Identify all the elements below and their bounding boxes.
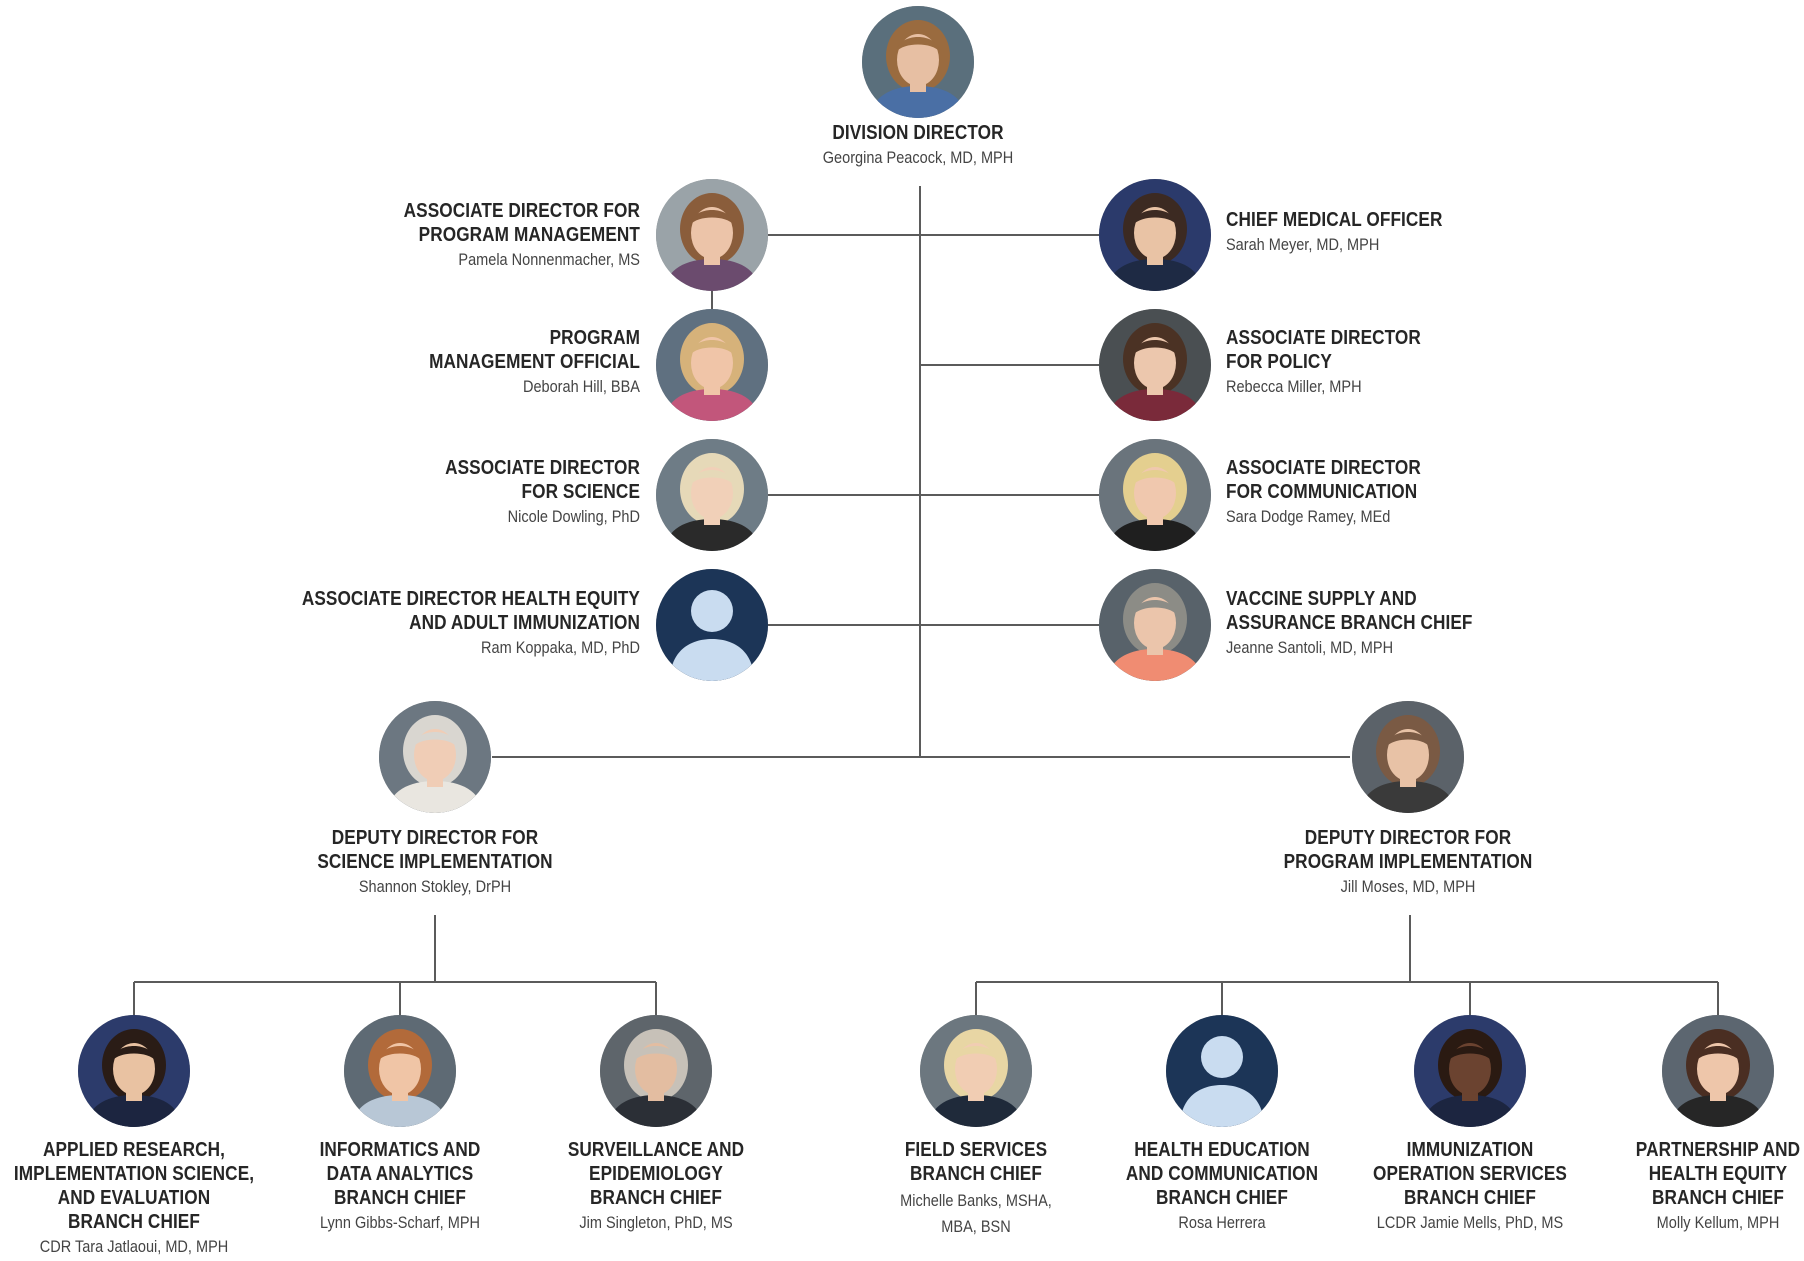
portrait-photo [600, 1015, 712, 1127]
portrait-photo [1099, 569, 1211, 681]
person-name: Molly Kellum, MPH [1656, 1214, 1780, 1232]
person-name: Lynn Gibbs-Scharf, MPH [319, 1214, 481, 1232]
person-name: Pamela Nonnenmacher, MS [458, 251, 640, 269]
person-name: Nicole Dowling, PhD [507, 508, 640, 526]
portrait-photo [920, 1015, 1032, 1127]
person-name: CDR Tara Jatlaoui, MD, MPH [39, 1238, 229, 1256]
avatar [656, 439, 768, 551]
position-title: ASSOCIATE DIRECTOR FOR SCIENCE [445, 457, 640, 503]
portrait-photo [656, 309, 768, 421]
person-name: Rebecca Miller, MPH [1226, 378, 1362, 396]
portrait-photo [1099, 179, 1211, 291]
portrait-photo [344, 1015, 456, 1127]
avatar [379, 701, 491, 813]
avatar [862, 6, 974, 118]
position-title: APPLIED RESEARCH, IMPLEMENTATION SCIENCE… [13, 1139, 255, 1233]
position-title: ASSOCIATE DIRECTOR HEALTH EQUITY AND ADU… [301, 588, 640, 634]
position-title: DEPUTY DIRECTOR FOR SCIENCE IMPLEMENTATI… [317, 827, 553, 873]
position-title: PARTNERSHIP AND HEALTH EQUITY BRANCH CHI… [1635, 1139, 1801, 1209]
person-name: Sarah Meyer, MD, MPH [1226, 236, 1380, 254]
person-name: Jeanne Santoli, MD, MPH [1226, 639, 1394, 657]
person-name: Jim Singleton, PhD, MS [579, 1214, 733, 1232]
portrait-photo [656, 179, 768, 291]
position-title: INFORMATICS AND DATA ANALYTICS BRANCH CH… [319, 1139, 481, 1209]
person-placeholder-icon [1166, 1015, 1278, 1127]
portrait-photo [1352, 701, 1464, 813]
avatar [656, 309, 768, 421]
person-name: Sara Dodge Ramey, MEd [1226, 508, 1391, 526]
position-title: ASSOCIATE DIRECTOR FOR COMMUNICATION [1226, 457, 1421, 503]
portrait-photo [379, 701, 491, 813]
person-name: Ram Koppaka, MD, PhD [481, 639, 640, 657]
avatar [656, 569, 768, 681]
portrait-photo [78, 1015, 190, 1127]
avatar [920, 1015, 1032, 1127]
position-title: CHIEF MEDICAL OFFICER [1226, 209, 1443, 231]
avatar [656, 179, 768, 291]
avatar [1166, 1015, 1278, 1127]
position-title: FIELD SERVICES BRANCH CHIEF [904, 1139, 1048, 1185]
avatar [1099, 309, 1211, 421]
position-title: DIVISION DIRECTOR [832, 122, 1004, 144]
portrait-photo [656, 439, 768, 551]
avatar [1099, 439, 1211, 551]
person-name: LCDR Jamie Mells, PhD, MS [1376, 1214, 1564, 1232]
position-title: PROGRAM MANAGEMENT OFFICIAL [429, 327, 640, 373]
position-title: HEALTH EDUCATION AND COMMUNICATION BRANC… [1125, 1139, 1319, 1209]
position-title: SURVEILLANCE AND EPIDEMIOLOGY BRANCH CHI… [567, 1139, 745, 1209]
position-title: ASSOCIATE DIRECTOR FOR POLICY [1226, 327, 1421, 373]
avatar [344, 1015, 456, 1127]
avatar [78, 1015, 190, 1127]
portrait-photo [862, 6, 974, 118]
position-title: DEPUTY DIRECTOR FOR PROGRAM IMPLEMENTATI… [1283, 827, 1533, 873]
person-name: Deborah Hill, BBA [522, 378, 640, 396]
person-name: Michelle Banks, MSHA, MBA, BSN [900, 1192, 1052, 1236]
avatar [1099, 179, 1211, 291]
portrait-photo [1099, 439, 1211, 551]
portrait-photo [1662, 1015, 1774, 1127]
portrait-photo [1099, 309, 1211, 421]
person-name: Georgina Peacock, MD, MPH [822, 149, 1014, 167]
avatar [1099, 569, 1211, 681]
avatar [1414, 1015, 1526, 1127]
avatar [600, 1015, 712, 1127]
position-title: VACCINE SUPPLY AND ASSURANCE BRANCH CHIE… [1226, 588, 1473, 634]
portrait-photo [1414, 1015, 1526, 1127]
person-name: Jill Moses, MD, MPH [1340, 878, 1476, 896]
person-name: Rosa Herrera [1178, 1214, 1266, 1232]
avatar [1662, 1015, 1774, 1127]
position-title: IMMUNIZATION OPERATION SERVICES BRANCH C… [1373, 1139, 1567, 1209]
avatar [1352, 701, 1464, 813]
position-title: ASSOCIATE DIRECTOR FOR PROGRAM MANAGEMEN… [403, 200, 640, 246]
person-name: Shannon Stokley, DrPH [358, 878, 512, 896]
person-placeholder-icon [656, 569, 768, 681]
